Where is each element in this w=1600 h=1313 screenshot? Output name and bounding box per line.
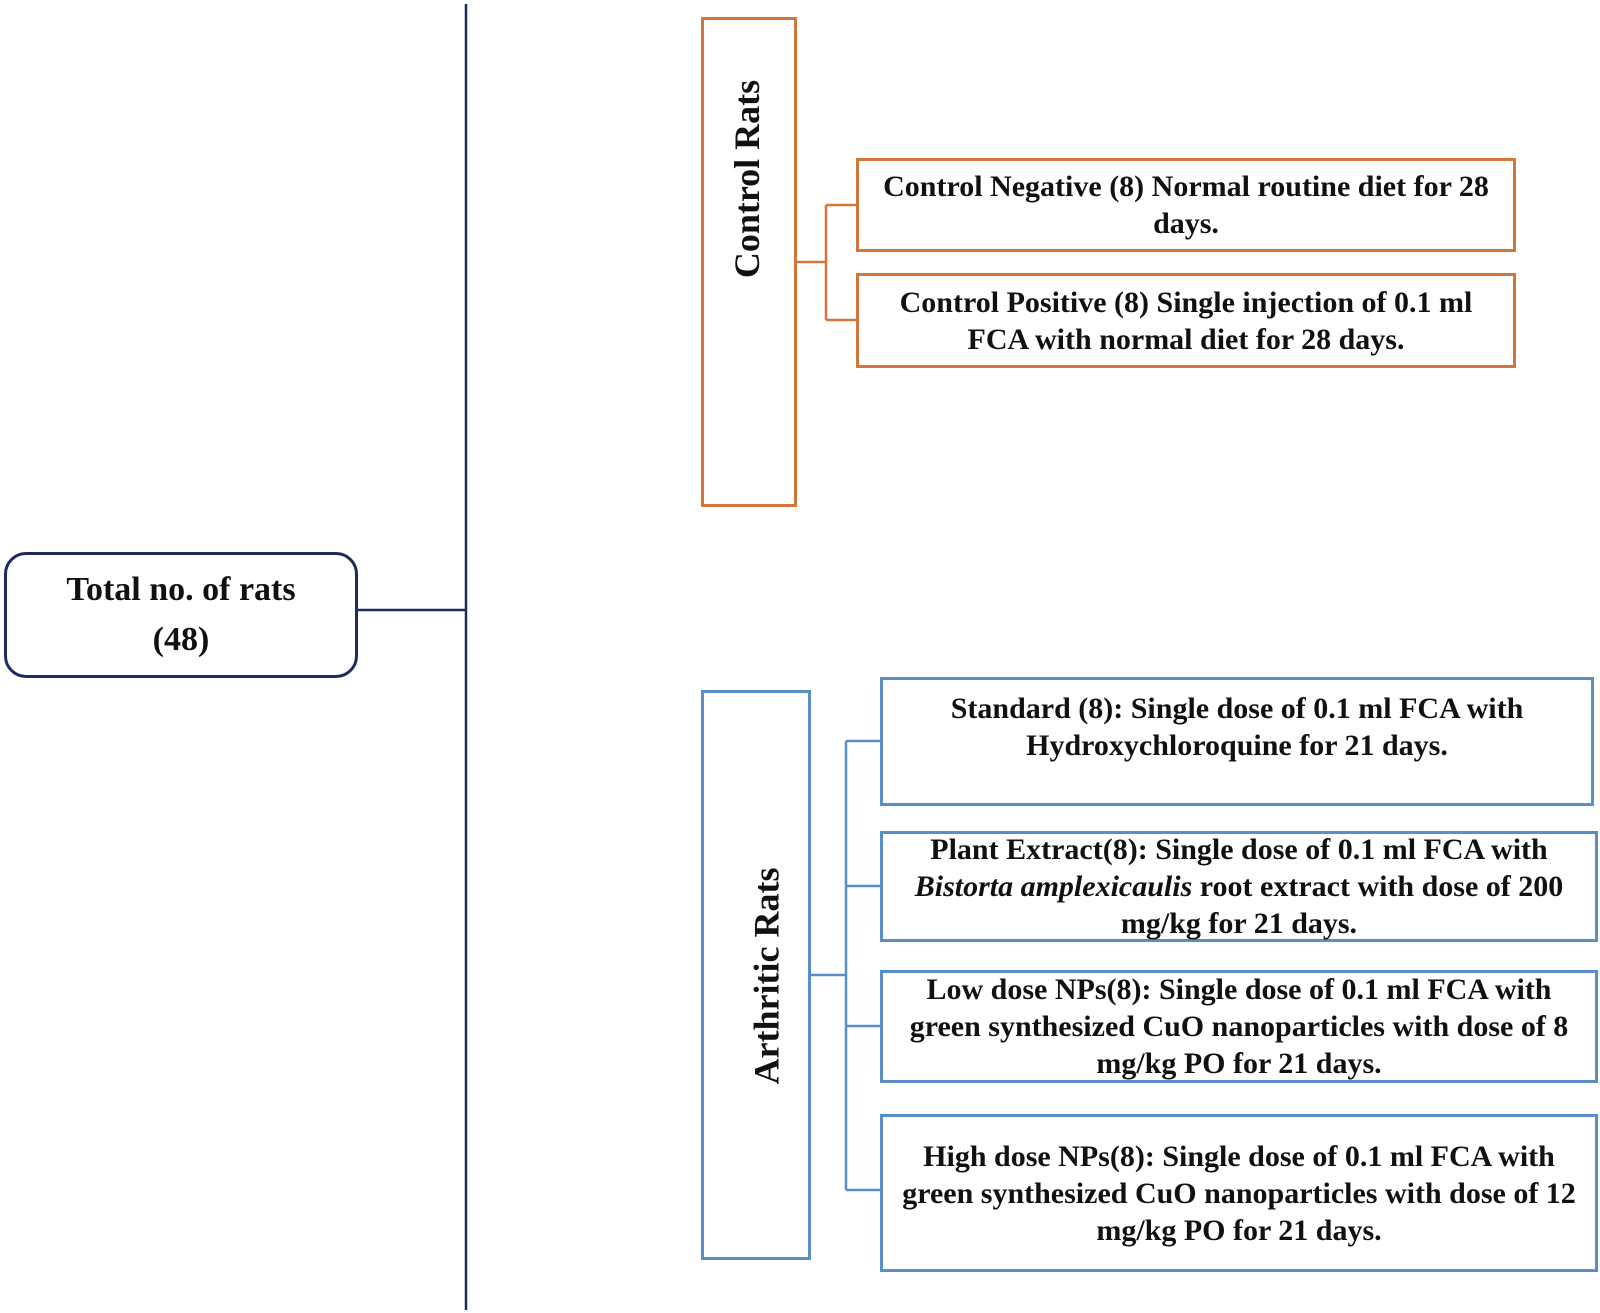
low-dose-nps-text: Low dose NPs(8): Single dose of 0.1 ml F… [909, 973, 1569, 1080]
arthritic-rats-label: Arthritic Rats [746, 867, 787, 1085]
total-rats-count: (48) [152, 621, 210, 658]
high-dose-nps-text: High dose NPs(8): Single dose of 0.1 ml … [902, 1139, 1576, 1247]
arthritic-rats-group: Arthritic Rats [701, 690, 811, 1260]
plant-species-name: Bistorta amplexicaulis [914, 870, 1193, 903]
plant-extract-text: Plant Extract(8): Single dose of 0.1 ml … [895, 831, 1583, 942]
control-rats-group: Control Rats [701, 17, 797, 507]
control-positive-box: Control Positive (8) Single injection of… [856, 273, 1516, 368]
control-negative-box: Control Negative (8) Normal routine diet… [856, 158, 1516, 252]
plant-extract-box: Plant Extract(8): Single dose of 0.1 ml … [880, 831, 1598, 942]
total-rats-title: Total no. of rats [66, 571, 296, 608]
standard-group-text: Standard (8): Single dose of 0.1 ml FCA … [950, 692, 1524, 762]
control-rats-label: Control Rats [727, 79, 768, 279]
high-dose-nps-box: High dose NPs(8): Single dose of 0.1 ml … [880, 1114, 1598, 1272]
plant-extract-text-end: root extract with dose of 200 mg/kg for … [1120, 870, 1564, 940]
total-rats-box: Total no. of rats (48) [4, 552, 358, 678]
plant-extract-text-start: Plant Extract(8): Single dose of 0.1 ml … [930, 833, 1548, 866]
standard-group-box: Standard (8): Single dose of 0.1 ml FCA … [880, 677, 1594, 806]
control-positive-text: Control Positive (8) Single injection of… [899, 285, 1473, 356]
control-negative-text: Control Negative (8) Normal routine diet… [883, 170, 1489, 240]
low-dose-nps-box: Low dose NPs(8): Single dose of 0.1 ml F… [880, 970, 1598, 1083]
